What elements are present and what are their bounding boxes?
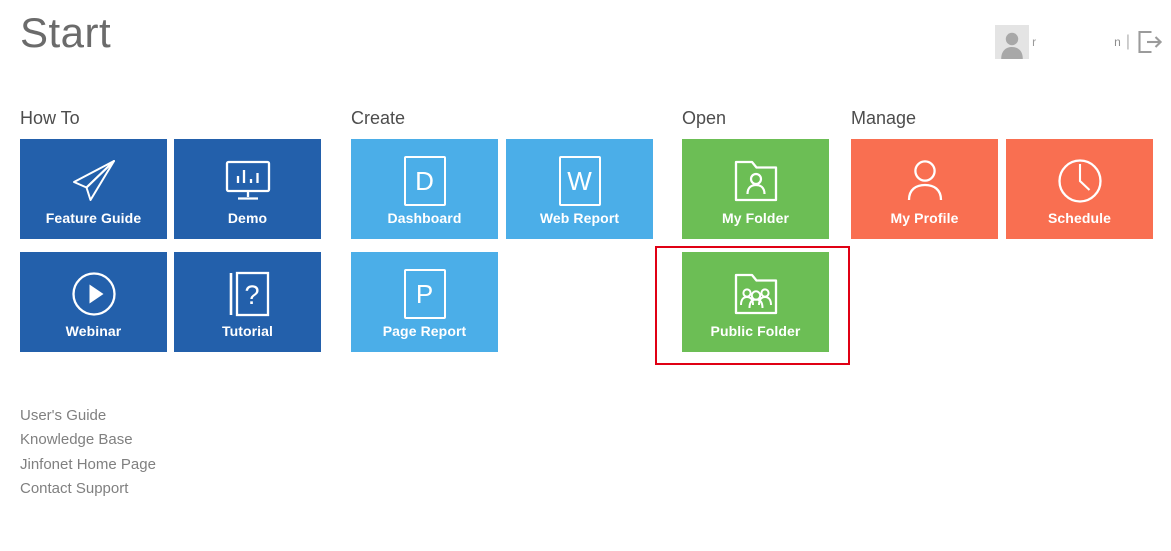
tile-label: Webinar [65, 323, 122, 339]
tile-page-report[interactable]: P Page Report [351, 252, 498, 352]
link-knowledge-base[interactable]: Knowledge Base [20, 431, 133, 449]
tile-label: Schedule [1047, 210, 1112, 226]
footer-links: User's Guide Knowledge Base Jinfonet Hom… [20, 404, 156, 501]
paper-plane-icon [69, 158, 119, 204]
tile-demo[interactable]: Demo [174, 139, 321, 239]
user-area: r n | [995, 24, 1163, 60]
tile-label: Public Folder [710, 323, 801, 339]
tile-label: Demo [227, 210, 268, 226]
letter-badge: W [558, 156, 601, 206]
tile-label: My Folder [721, 210, 790, 226]
monitor-chart-icon [224, 158, 272, 204]
letter-badge: D [403, 156, 446, 206]
clock-icon [1057, 158, 1103, 204]
page-title: Start [20, 9, 112, 56]
tile-web-report[interactable]: W Web Report [506, 139, 653, 239]
section-title-manage: Manage [851, 108, 917, 128]
tile-label: Feature Guide [45, 210, 142, 226]
letter-p-icon: P [403, 269, 446, 319]
tile-tutorial[interactable]: ? Tutorial [174, 252, 321, 352]
logout-icon[interactable] [1137, 30, 1163, 54]
letter-w-icon: W [558, 156, 601, 206]
svg-text:?: ? [244, 280, 259, 310]
tile-my-profile[interactable]: My Profile [851, 139, 998, 239]
session-label: n [1114, 35, 1121, 49]
folder-user-icon [732, 158, 780, 204]
tile-label: Web Report [539, 210, 620, 226]
tile-my-folder[interactable]: My Folder [682, 139, 829, 239]
book-question-icon: ? [226, 271, 270, 317]
link-contact-support[interactable]: Contact Support [20, 479, 129, 497]
section-title-how-to: How To [20, 108, 80, 128]
tile-dashboard[interactable]: D Dashboard [351, 139, 498, 239]
play-circle-icon [71, 271, 117, 317]
link-jinfonet-home-page[interactable]: Jinfonet Home Page [20, 455, 156, 473]
tile-label: My Profile [890, 210, 959, 226]
user-avatar-icon[interactable] [995, 25, 1030, 59]
section-title-open: Open [682, 108, 727, 128]
letter-d-icon: D [403, 156, 446, 206]
section-title-create: Create [351, 108, 406, 128]
user-name: r [1032, 35, 1037, 49]
link-users-guide[interactable]: User's Guide [20, 407, 107, 424]
letter-badge: P [403, 269, 446, 319]
tile-webinar[interactable]: Webinar [20, 252, 167, 352]
tile-feature-guide[interactable]: Feature Guide [20, 139, 167, 239]
tile-label: Page Report [382, 323, 467, 339]
folder-group-icon [731, 271, 781, 317]
tile-label: Dashboard [387, 210, 462, 226]
tile-schedule[interactable]: Schedule [1006, 139, 1153, 239]
tile-label: Tutorial [221, 323, 274, 339]
person-icon [902, 158, 948, 204]
tile-public-folder[interactable]: Public Folder [682, 252, 829, 352]
header-divider: | [1125, 33, 1130, 50]
